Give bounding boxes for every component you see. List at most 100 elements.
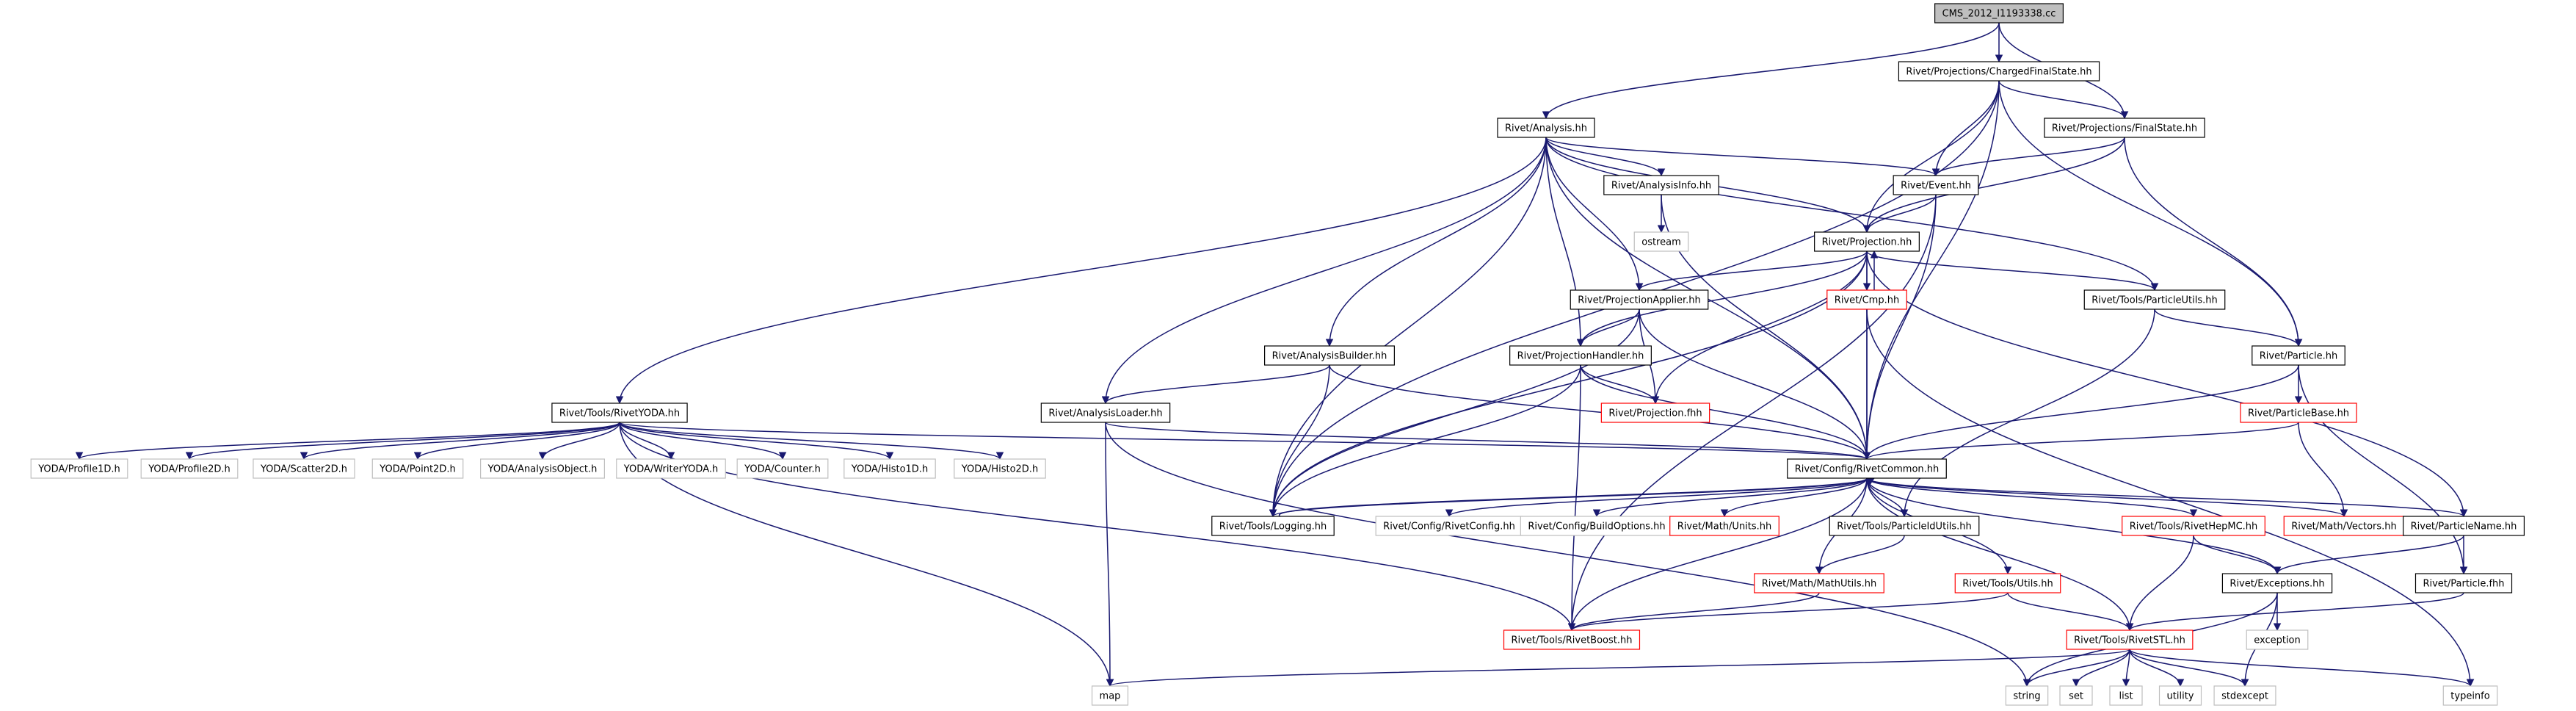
node-rivet-projection-fhh[interactable]: Rivet/Projection.fhh — [1600, 403, 1710, 423]
node-box — [2083, 289, 2226, 310]
node-label: Rivet/Tools/Logging.hh — [1219, 521, 1327, 533]
node-rivet-tools-particleutils-hh[interactable]: Rivet/Tools/ParticleUtils.hh — [2083, 289, 2226, 310]
node-box — [1893, 175, 1979, 195]
node-rivet-tools-utils-hh[interactable]: Rivet/Tools/Utils.hh — [1954, 573, 2061, 593]
edge-pname-to-exceptions — [2273, 535, 2464, 575]
edge-common-to-pname — [1866, 477, 2467, 518]
node-rivet-tools-rivetboost-hh[interactable]: Rivet/Tools/RivetBoost.hh — [1503, 629, 1641, 650]
node-label: Rivet/ProjectionApplier.hh — [1578, 295, 1700, 306]
node-box — [1754, 573, 1884, 593]
node-set: set — [2059, 685, 2093, 706]
node-rivet-particlebase-hh[interactable]: Rivet/ParticleBase.hh — [2240, 403, 2357, 423]
node-box — [616, 458, 726, 479]
node-utility: utility — [2158, 685, 2202, 706]
edge-phandler-to-rboost — [1567, 364, 1581, 632]
node-stdexcept: stdexcept — [2213, 685, 2276, 706]
node-rivet-tools-rivetstl-hh[interactable]: Rivet/Tools/RivetSTL.hh — [2066, 629, 2194, 650]
node-label: typeinfo — [2450, 691, 2489, 702]
node-box — [1898, 61, 2100, 82]
node-rivet-math-units-hh[interactable]: Rivet/Math/Units.hh — [1669, 516, 1779, 536]
node-label: Rivet/Math/Units.hh — [1677, 521, 1772, 533]
edge-rivetyoda-to-profile1d — [76, 422, 620, 461]
node-rivet-math-mathutils-hh[interactable]: Rivet/Math/MathUtils.hh — [1754, 573, 1884, 593]
node-label: stdexcept — [2221, 691, 2268, 702]
edge-rstl-to-set — [2072, 649, 2130, 687]
node-rivet-particlename-hh[interactable]: Rivet/ParticleName.hh — [2402, 516, 2525, 536]
node-exception: exception — [2246, 629, 2309, 650]
edge-aloader-to-map — [1105, 422, 1114, 687]
edge-hepmc-to-rstl — [2125, 535, 2194, 632]
node-box — [1954, 573, 2061, 593]
edge-analysis-to-event — [1545, 137, 1940, 177]
node-rivet-projection-hh[interactable]: Rivet/Projection.hh — [1814, 231, 1920, 252]
node-rivet-projectionapplier-hh[interactable]: Rivet/ProjectionApplier.hh — [1570, 289, 1709, 310]
node-rivet-tools-particleidutils-hh[interactable]: Rivet/Tools/ParticleIdUtils.hh — [1829, 516, 1980, 536]
node-label: Rivet/Tools/RivetBoost.hh — [1512, 635, 1633, 646]
node-label: YODA/Scatter2D.h — [260, 464, 347, 475]
edge-analysis-to-ainfo — [1545, 137, 1666, 177]
node-label: CMS_2012_I1193338.cc — [1942, 9, 2056, 20]
node-label: Rivet/Analysis.hh — [1505, 123, 1587, 134]
edge-rivetyoda-to-histo1d — [619, 422, 894, 461]
edge-analysis-to-aloader — [1101, 137, 1547, 405]
edge-hepmc-to-exceptions — [2193, 535, 2282, 575]
edge-abuilder-to-common — [1329, 364, 1871, 461]
node-rivet-config-rivetcommon-hh[interactable]: Rivet/Config/RivetCommon.hh — [1787, 458, 1947, 479]
node-yoda-analysisobject-h: YODA/AnalysisObject.h — [480, 458, 605, 479]
node-rivet-exceptions-hh[interactable]: Rivet/Exceptions.hh — [2221, 573, 2333, 593]
node-rivet-analysisloader-hh[interactable]: Rivet/AnalysisLoader.hh — [1040, 403, 1171, 423]
node-box — [1669, 516, 1779, 536]
node-rivet-projections-chargedfinalstate-hh[interactable]: Rivet/Projections/ChargedFinalState.hh — [1898, 61, 2100, 82]
node-label: Rivet/AnalysisLoader.hh — [1048, 408, 1162, 419]
node-box — [2442, 685, 2498, 706]
edge-aloader-to-common — [1105, 422, 1871, 461]
node-label: exception — [2254, 635, 2301, 646]
node-label: Rivet/Math/Vectors.hh — [2291, 521, 2397, 533]
node-box — [2109, 685, 2143, 706]
node-rivet-tools-rivetyoda-hh[interactable]: Rivet/Tools/RivetYODA.hh — [551, 403, 688, 423]
node-yoda-counter-h: YODA/Counter.h — [736, 458, 829, 479]
node-label: utility — [2167, 691, 2194, 702]
node-box — [253, 458, 355, 479]
node-box — [1787, 458, 1947, 479]
node-rivet-analysisbuilder-hh[interactable]: Rivet/AnalysisBuilder.hh — [1264, 345, 1395, 366]
edge-cfs-to-proj — [1862, 80, 2000, 234]
edge-rstl-to-stdexcept — [2129, 649, 2249, 687]
edge-common-to-rconfig — [1445, 477, 1868, 518]
edge-cfs-to-common — [1862, 80, 2000, 461]
edge-event-to-rboost — [1567, 194, 1937, 632]
node-rivet-particle-hh[interactable]: Rivet/Particle.hh — [2252, 345, 2345, 366]
node-label: Rivet/AnalysisInfo.hh — [1611, 181, 1711, 192]
node-rivet-config-buildoptions-hh: Rivet/Config/BuildOptions.hh — [1520, 516, 1674, 536]
node-box — [2246, 629, 2309, 650]
node-box — [1934, 3, 2064, 24]
node-box — [1829, 516, 1980, 536]
node-rivet-tools-logging-hh[interactable]: Rivet/Tools/Logging.hh — [1211, 516, 1335, 536]
node-rivet-event-hh[interactable]: Rivet/Event.hh — [1893, 175, 1979, 195]
node-rivet-particle-fhh[interactable]: Rivet/Particle.fhh — [2414, 573, 2513, 593]
node-rivet-tools-rivethepmc-hh[interactable]: Rivet/Tools/RivetHepMC.hh — [2122, 516, 2265, 536]
node-label: Rivet/Config/BuildOptions.hh — [1528, 521, 1665, 533]
node-rivet-math-vectors-hh[interactable]: Rivet/Math/Vectors.hh — [2283, 516, 2405, 536]
node-rivet-projections-finalstate-hh[interactable]: Rivet/Projections/FinalState.hh — [2044, 118, 2205, 138]
node-label: YODA/Counter.h — [744, 464, 821, 475]
node-box — [1264, 345, 1395, 366]
node-rivet-cmp-hh[interactable]: Rivet/Cmp.hh — [1826, 289, 1907, 310]
edge-common-to-vectors — [1866, 477, 2348, 518]
node-label: Rivet/Particle.fhh — [2423, 579, 2504, 590]
edge-rstl-to-string — [2022, 649, 2130, 687]
node-label: YODA/Profile1D.h — [37, 464, 120, 475]
node-label: YODA/WriterYODA.h — [623, 464, 718, 475]
edge-common-to-exceptions — [1866, 477, 2282, 575]
node-label: Rivet/Tools/RivetSTL.hh — [2074, 635, 2185, 646]
edge-rivetyoda-to-histo2d — [619, 422, 1004, 461]
node-rivet-projectionhandler-hh[interactable]: Rivet/ProjectionHandler.hh — [1509, 345, 1652, 366]
node-label: Rivet/ParticleBase.hh — [2248, 408, 2349, 419]
edge-phandler-to-projfhh — [1580, 364, 1660, 405]
node-box — [2122, 516, 2265, 536]
node-rivet-analysis-hh[interactable]: Rivet/Analysis.hh — [1497, 118, 1595, 138]
node-box — [2414, 573, 2513, 593]
edge-proj-to-phandler — [1576, 250, 1868, 347]
node-label: Rivet/AnalysisBuilder.hh — [1272, 351, 1387, 362]
node-rivet-analysisinfo-hh[interactable]: Rivet/AnalysisInfo.hh — [1603, 175, 1719, 195]
